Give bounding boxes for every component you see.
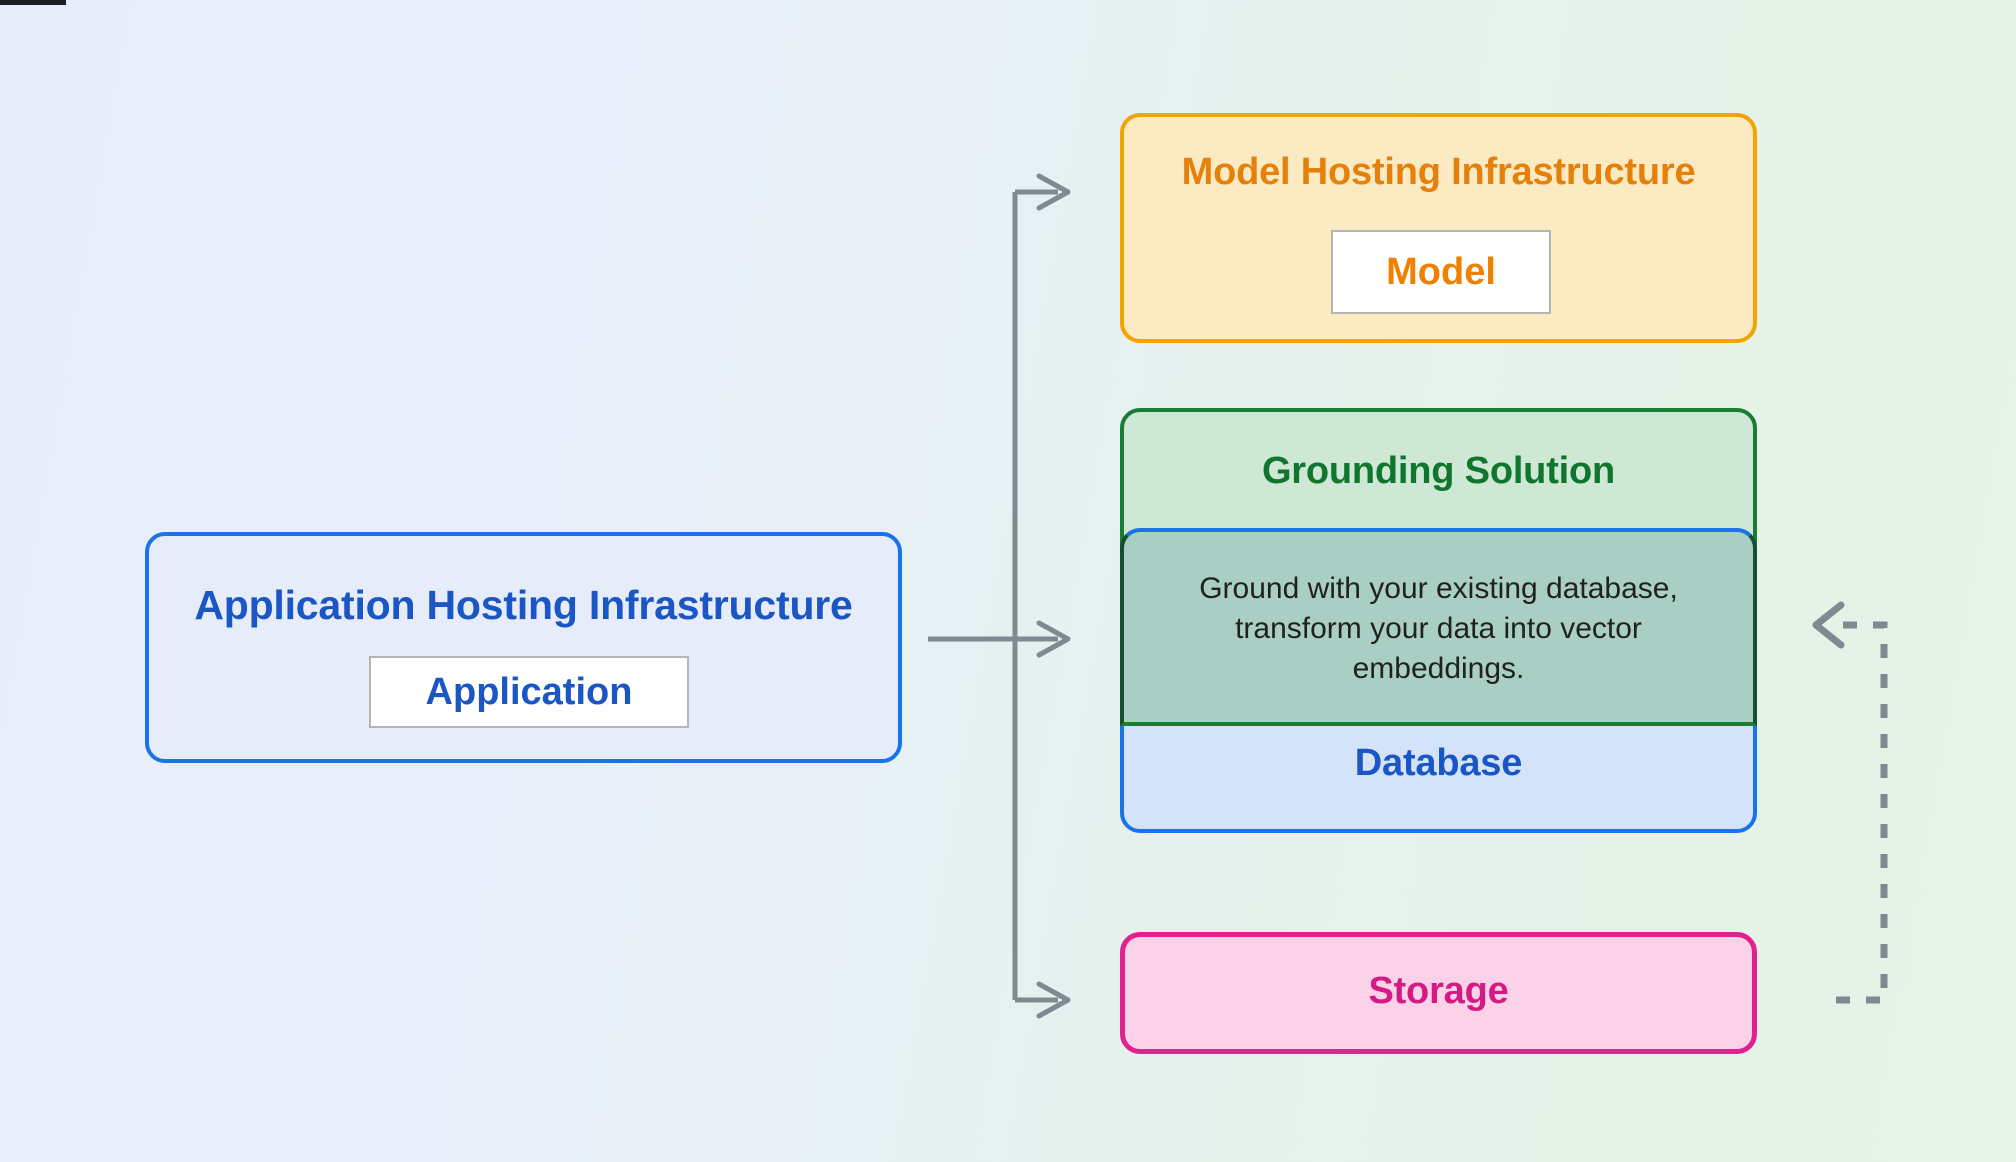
application-hosting-label: Application Hosting Infrastructure bbox=[194, 582, 853, 628]
storage-label: Storage bbox=[1368, 970, 1509, 1012]
model-chip[interactable]: Model bbox=[1331, 230, 1551, 314]
overlap-description-text: Ground with your existing database, tran… bbox=[1199, 572, 1678, 685]
model-hosting-label: Model Hosting Infrastructure bbox=[1181, 151, 1696, 193]
arrowhead-to-model-icon bbox=[1036, 173, 1071, 211]
connector-storage-to-database-dashed bbox=[1836, 621, 1888, 1004]
node-application-hosting-infrastructure[interactable]: Application Hosting Infrastructure Appli… bbox=[145, 532, 902, 763]
application-chip[interactable]: Application bbox=[369, 656, 689, 728]
node-storage[interactable]: Storage bbox=[1120, 932, 1757, 1054]
corner-marker bbox=[0, 0, 66, 5]
arrowhead-to-database-icon bbox=[1812, 601, 1845, 649]
grounding-solution-label: Grounding Solution bbox=[1261, 450, 1616, 492]
database-label: Database bbox=[1354, 742, 1523, 784]
node-model-hosting-infrastructure[interactable]: Model Hosting Infrastructure Model bbox=[1120, 113, 1757, 343]
arrowhead-to-storage-icon bbox=[1036, 981, 1071, 1019]
arrowhead-to-grounding-icon bbox=[1036, 620, 1071, 658]
